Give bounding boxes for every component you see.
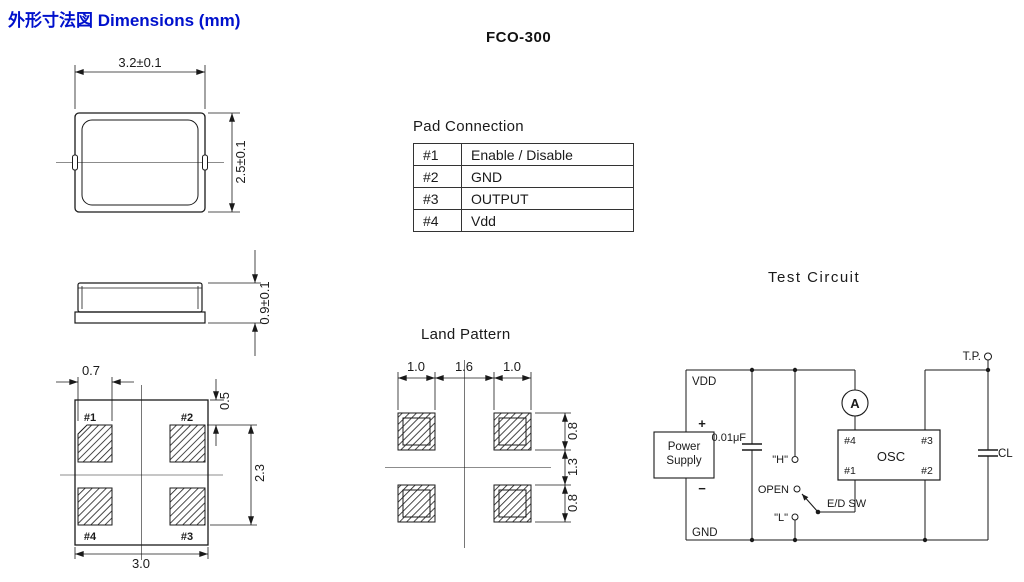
pad-pitch-dim: 2.3 <box>252 464 267 482</box>
pad-4 <box>77 487 113 526</box>
test-circuit-title: Test Circuit <box>768 269 861 286</box>
lp-dim-bottom-height: 0.8 <box>565 494 580 512</box>
land-pattern-pad-inners <box>402 417 527 518</box>
top-view-height-dim: 2.5±0.1 <box>233 140 248 183</box>
top-view-package-outline <box>72 112 208 213</box>
land-pattern-pads <box>397 412 532 523</box>
osc-label: OSC <box>877 449 905 464</box>
side-view-dimension-lines <box>208 250 261 356</box>
ammeter-symbol <box>841 389 869 417</box>
bottom-view-drawing: #1 #2 #4 #3 0.7 0.5 2.3 3.0 <box>56 363 267 571</box>
pad-2 <box>169 424 206 463</box>
lp-dim-gap: 1.3 <box>565 458 580 476</box>
pad-3 <box>169 487 206 526</box>
switch-arm <box>801 493 819 513</box>
minus-sign: − <box>698 481 706 496</box>
pin-cell: #1 <box>413 143 462 166</box>
test-point-terminal <box>984 352 992 361</box>
h-level-label: "H" <box>772 454 788 466</box>
capacitor-plates <box>742 443 998 457</box>
bottom-view-dimension-lines <box>56 377 257 559</box>
page-title: 外形寸法図 Dimensions (mm) <box>8 11 241 30</box>
top-view-dimension-lines <box>74 65 240 213</box>
land-pattern-dimension-lines <box>397 372 571 523</box>
part-number: FCO-300 <box>486 29 552 46</box>
table-row: #1 Enable / Disable <box>413 143 634 166</box>
function-cell: Enable / Disable <box>461 143 634 166</box>
table-row: #4 Vdd <box>413 209 634 232</box>
gnd-label: GND <box>692 527 718 539</box>
lp-dim-right: 1.0 <box>503 359 521 374</box>
function-cell: OUTPUT <box>461 187 634 210</box>
pad-width-dim: 0.7 <box>82 363 100 378</box>
load-cap-label: CL <box>998 448 1013 460</box>
pad-1-label: #1 <box>84 412 96 424</box>
test-circuit-drawing: Power Supply + − A #4 #3 #1 #2 OSC V <box>653 351 1013 543</box>
lp-dim-top-height: 0.8 <box>565 422 580 440</box>
switch-terminals <box>791 456 801 521</box>
body-width-dim: 3.0 <box>132 556 150 571</box>
power-supply-box <box>653 431 715 479</box>
pad-2-label: #2 <box>181 412 193 424</box>
land-pattern-drawing: 1.0 1.6 1.0 0.8 1.3 0.8 <box>385 359 580 548</box>
pin-cell: #4 <box>413 209 462 232</box>
table-row: #2 GND <box>413 165 634 188</box>
side-view-drawing: 0.9±0.1 <box>74 250 272 356</box>
junction-dots <box>749 367 991 543</box>
pin-cell: #2 <box>413 165 462 188</box>
pad-connection-title: Pad Connection <box>413 118 524 135</box>
ammeter-label: A <box>850 396 860 411</box>
osc-pin2: #2 <box>921 465 933 477</box>
function-cell: Vdd <box>461 209 634 232</box>
pad-top-dim: 0.5 <box>217 392 232 410</box>
pad-1 <box>77 424 113 463</box>
lp-dim-left: 1.0 <box>407 359 425 374</box>
lp-dim-center: 1.6 <box>455 359 473 374</box>
land-pattern-centerlines <box>385 360 551 548</box>
open-label: OPEN <box>758 484 789 496</box>
side-view-height-dim: 0.9±0.1 <box>257 281 272 324</box>
function-cell: GND <box>461 165 634 188</box>
pad-connection-section: Pad Connection #1 Enable / Disable #2 GN… <box>413 118 634 232</box>
l-level-label: "L" <box>774 512 788 524</box>
side-view-package-outline <box>74 282 206 324</box>
ed-switch-label: E/D SW <box>827 498 867 510</box>
pad-3-label: #3 <box>181 531 193 543</box>
cap-value-label: 0.01μF <box>712 432 747 444</box>
top-view-width-dim: 3.2±0.1 <box>118 55 161 70</box>
osc-pin4: #4 <box>844 435 856 447</box>
land-pattern-title: Land Pattern <box>421 326 511 343</box>
bottom-view-package-outline <box>74 399 209 546</box>
pad-4-label: #4 <box>84 531 97 543</box>
osc-box <box>837 429 941 481</box>
power-supply-label-2: Supply <box>666 455 701 467</box>
test-point-label: T.P. <box>963 351 981 363</box>
pad-connection-table: #1 Enable / Disable #2 GND #3 OUTPUT #4 … <box>413 143 634 232</box>
plus-sign: + <box>698 416 706 431</box>
osc-pin3: #3 <box>921 435 933 447</box>
top-view-drawing: 3.2±0.1 2.5±0.1 <box>56 55 248 213</box>
power-supply-label-1: Power <box>668 441 701 453</box>
bottom-view-pads <box>77 424 206 526</box>
osc-pin1: #1 <box>844 465 856 477</box>
table-row: #3 OUTPUT <box>413 187 634 210</box>
pin-cell: #3 <box>413 187 462 210</box>
circuit-wires <box>685 360 989 541</box>
bottom-view-centerlines <box>60 385 223 560</box>
vdd-label: VDD <box>692 376 716 388</box>
